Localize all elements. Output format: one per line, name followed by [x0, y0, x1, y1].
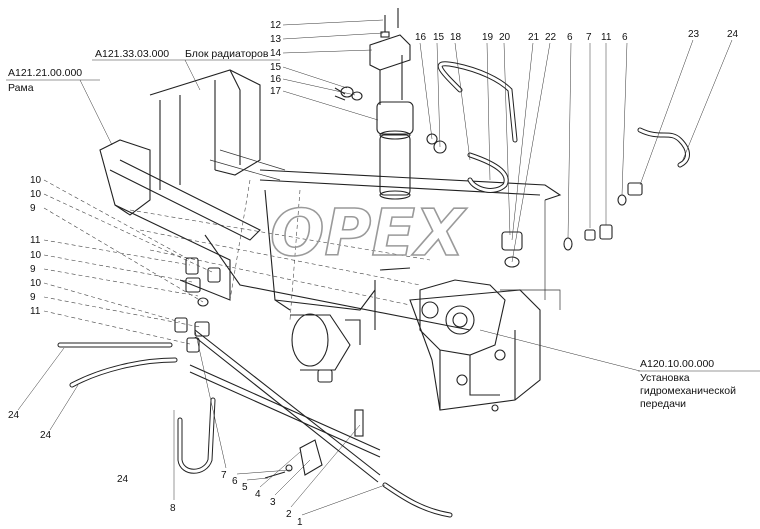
frame-name: Рама [8, 82, 34, 94]
callout-label: 9 [30, 203, 36, 214]
callouts-top-row: 16 15 18 19 20 21 22 6 7 11 6 23 24 [415, 29, 739, 263]
callout-label: 11 [601, 32, 612, 43]
callout-label: 10 [30, 189, 42, 200]
callout-label: 13 [270, 34, 282, 45]
callout-label: 24 [40, 430, 52, 441]
callout-label: 22 [545, 32, 557, 43]
callout-label: 8 [170, 503, 176, 514]
callout-label: 5 [242, 482, 248, 493]
callout-label: 15 [270, 62, 282, 73]
transmission-line-2: гидромеханической [640, 385, 736, 397]
callout-label: 10 [30, 278, 42, 289]
transmission-line-1: Установка [640, 372, 690, 384]
callout-label: 6 [567, 32, 573, 43]
radiator-unit-code: А121.33.03.000 [95, 48, 169, 60]
callouts-lower-left: 24 24 24 [8, 347, 129, 485]
callout-label: 6 [622, 32, 628, 43]
hoses-drawing [57, 61, 690, 518]
callout-label: 24 [727, 29, 739, 40]
callout-label: 7 [586, 32, 592, 43]
callout-label: 16 [270, 74, 282, 85]
callout-label: 24 [117, 474, 129, 485]
frame-code: А121.21.00.000 [8, 67, 82, 79]
callout-label: 11 [30, 306, 41, 317]
callout-label: 3 [270, 497, 276, 508]
callout-label: 4 [255, 489, 261, 500]
callout-label: 24 [8, 410, 20, 421]
callout-label: 16 [415, 32, 427, 43]
callout-label: 10 [30, 250, 42, 261]
callout-label: 17 [270, 86, 282, 97]
callout-label: 6 [232, 476, 238, 487]
transmission-drawing [409, 200, 561, 412]
callouts-top-stack: 12 13 14 15 16 17 [270, 19, 384, 121]
callouts-bottom-row: 8 7 6 5 4 3 2 1 [170, 329, 386, 528]
callout-label: 19 [482, 32, 494, 43]
transmission-code: А120.10.00.000 [640, 358, 714, 370]
filter-drawing [334, 8, 414, 200]
transmission-line-3: передачи [640, 398, 686, 410]
callout-label: 2 [286, 509, 292, 520]
callout-label: 12 [270, 20, 282, 31]
callout-label: 1 [297, 517, 303, 528]
callout-label: 20 [499, 32, 511, 43]
callout-label: 15 [433, 32, 445, 43]
callouts-left-column: 10 10 9 11 10 9 10 9 11 [30, 175, 213, 345]
callout-label: 7 [221, 470, 227, 481]
callout-label: 14 [270, 48, 282, 59]
callout-label: 10 [30, 175, 42, 186]
radiator-unit-name: Блок радиаторов [185, 48, 269, 60]
callout-label: 21 [528, 32, 540, 43]
callout-label: 18 [450, 32, 462, 43]
callout-label: 9 [30, 264, 36, 275]
callout-label: 11 [30, 235, 41, 246]
callout-label: 23 [688, 29, 700, 40]
callout-label: 9 [30, 292, 36, 303]
watermark-text: OPEX [270, 197, 467, 271]
fittings-drawing [174, 133, 643, 479]
